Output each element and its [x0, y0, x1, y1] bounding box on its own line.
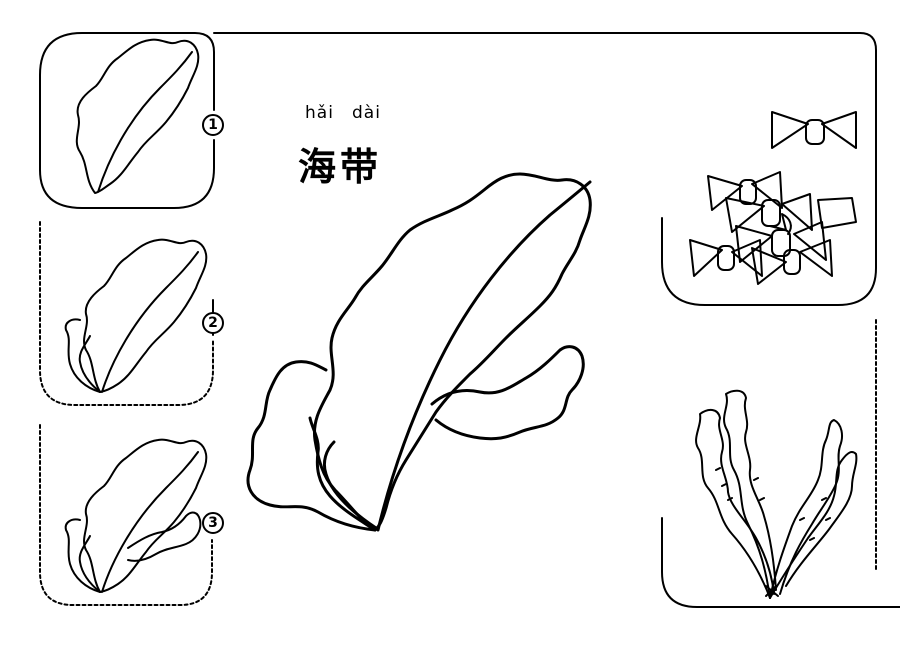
kelp-main [246, 172, 592, 532]
knots-frame [661, 199, 877, 306]
step-3-frame [39, 424, 213, 606]
kelp-knots [689, 111, 857, 285]
kelp-step-2 [64, 238, 208, 393]
step-3-number: 3 [202, 512, 224, 534]
kelp-strands [695, 389, 858, 599]
step-2-number: 2 [202, 312, 224, 334]
step-1-frame [39, 32, 215, 209]
pinyin-dai: dài [352, 103, 381, 123]
strands-frame [661, 319, 900, 608]
kelp-step-1 [75, 38, 200, 194]
kelp-step-3 [64, 438, 208, 593]
top-border [213, 32, 877, 201]
step-1-number: 1 [202, 114, 224, 136]
page-title: 海带 [298, 144, 383, 189]
pinyin-hai: hǎi [305, 103, 334, 123]
